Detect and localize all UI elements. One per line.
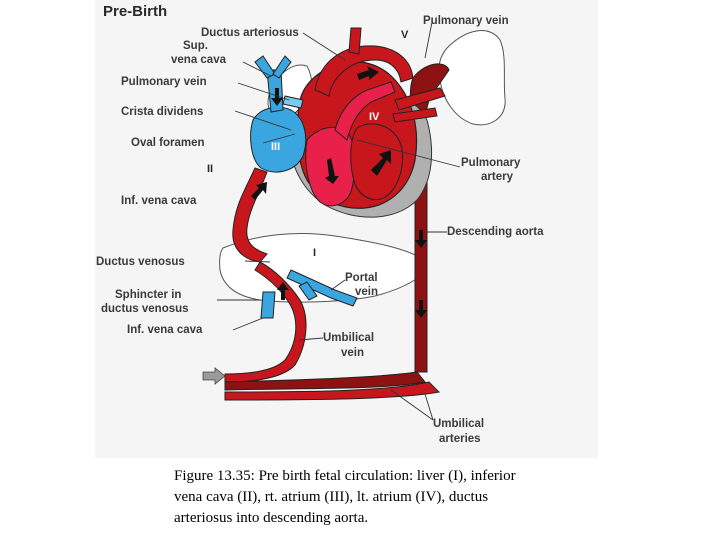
caption-line-1: Figure 13.35: Pre birth fetal circulatio… — [174, 468, 516, 484]
aortic-branch — [348, 27, 362, 55]
caption-line-2: vena cava (II), rt. atrium (III), lt. at… — [174, 489, 489, 505]
arrow-aorta-down — [415, 230, 427, 248]
diagram-panel: Pre-Birth — [95, 0, 598, 458]
arrow-arch — [357, 66, 379, 80]
aortic-arch — [314, 45, 414, 97]
left-ventricle — [350, 123, 404, 200]
inf-vena-cava-lower-vessel — [260, 291, 276, 319]
label-sphincter-line1: Sphincter in — [115, 289, 181, 301]
label-umbilical-vein-line1: Umbilical — [323, 332, 374, 344]
roman-iii: III — [271, 141, 280, 153]
label-umbilical-arteries-line2: arteries — [439, 433, 481, 445]
arrow-lv — [371, 150, 391, 176]
pulmonary-vein-left-vessel — [282, 95, 304, 109]
roman-ii: II — [207, 163, 213, 175]
portal-vein-branch — [298, 281, 318, 301]
label-ductus-venosus: Ductus venosus — [96, 256, 185, 268]
label-ductus-arteriosus: Ductus arteriosus — [201, 27, 299, 39]
label-descending-aorta: Descending aorta — [447, 226, 544, 238]
right-atrium — [250, 106, 307, 173]
label-pulmonary-artery-line1: Pulmonary — [461, 157, 521, 169]
leader-lines — [217, 21, 461, 421]
label-inf-vena-cava-lower: Inf. vena cava — [127, 324, 203, 336]
umbilical-inflow-arrow — [202, 367, 226, 385]
arrow-aorta-down-2 — [415, 300, 427, 318]
umbilical-artery-upper — [224, 371, 426, 391]
pulmonary-artery — [334, 81, 396, 141]
label-sup-vena-cava-line2: vena cava — [171, 54, 227, 66]
caption-line-3: arteriosus into descending aorta. — [174, 510, 369, 526]
svc-branch-right — [272, 55, 292, 79]
liver — [219, 232, 427, 303]
arrow-rv — [325, 158, 339, 184]
label-pulmonary-artery-line2: artery — [481, 171, 514, 183]
diagram-title: Pre-Birth — [103, 3, 167, 20]
label-umbilical-arteries-line1: Umbilical — [433, 418, 484, 430]
arrow-ductus-venosus — [277, 282, 289, 300]
figure-caption: Figure 13.35: Pre birth fetal circulatio… — [174, 466, 594, 529]
pulmonary-vein-right-vessel-2 — [392, 107, 438, 123]
label-oval-foramen: Oval foramen — [131, 137, 205, 149]
right-lung — [438, 30, 506, 126]
label-pulmonary-vein-left: Pulmonary vein — [121, 76, 207, 88]
flow-arrows — [251, 66, 427, 318]
svc-branch-left — [254, 55, 276, 79]
arrow-svc-down — [271, 88, 283, 106]
roman-i: I — [313, 247, 316, 259]
umbilical-artery-lower — [224, 381, 441, 401]
label-crista-dividens: Crista dividens — [121, 106, 203, 118]
label-portal-vein-line1: Portal — [345, 272, 378, 284]
label-portal-vein-line2: vein — [355, 286, 378, 298]
label-umbilical-vein-line2: vein — [341, 347, 364, 359]
label-inf-vena-cava-upper: Inf. vena cava — [121, 195, 197, 207]
roman-v: V — [401, 29, 409, 41]
label-sup-vena-cava-line1: Sup. — [183, 40, 208, 52]
pulmonary-vein-right-vessel — [394, 87, 446, 111]
ductus-venosus — [224, 261, 307, 383]
label-sphincter-line2: ductus venosus — [101, 303, 189, 315]
label-pulmonary-vein-right: Pulmonary vein — [423, 15, 509, 27]
roman-iv: IV — [369, 111, 380, 123]
fetal-circulation-diagram: Pre-Birth — [96, 3, 544, 445]
portal-vein — [286, 269, 358, 307]
arrow-ivc-up — [251, 182, 267, 200]
